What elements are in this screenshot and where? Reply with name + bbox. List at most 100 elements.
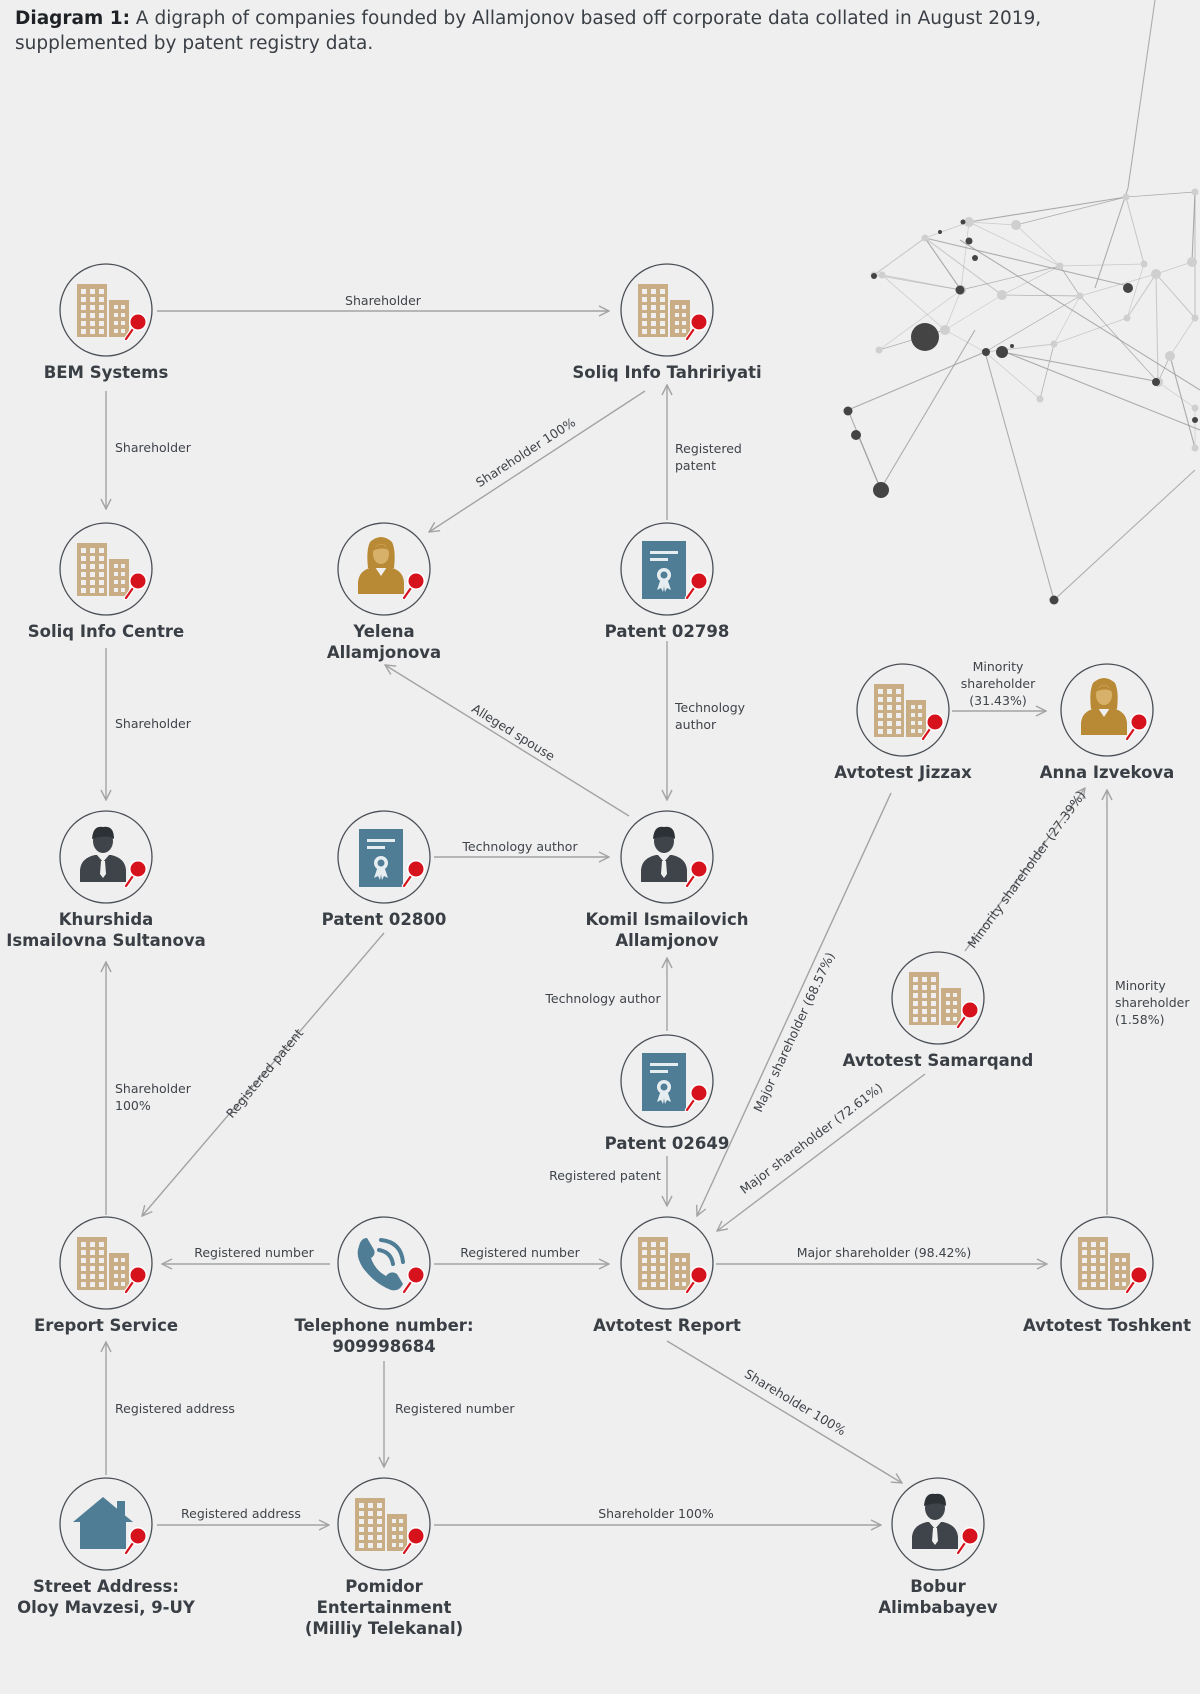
network-link [1053,317,1128,345]
edge-label: (1.58%) [1115,1012,1164,1027]
network-node [921,234,929,242]
edge-avt_report-to-avt_toshkent: Major shareholder (98.42%) [716,1245,1047,1264]
edge-street-to-ereport: Registered address [106,1342,235,1475]
node-label: (Milliy Telekanal) [305,1619,463,1638]
edge-label: Shareholder [115,1081,192,1096]
person-female-icon [1081,678,1127,735]
edge-p02649-to-avt_report: Registered patent [549,1156,667,1206]
building-icon [874,684,926,737]
location-pin-icon [684,313,708,342]
node-label: Oloy Mavzesi, 9-UY [17,1598,196,1617]
network-node [1192,417,1198,423]
network-link [968,221,1061,267]
location-pin-icon [123,1527,147,1556]
network-node [1036,395,1044,403]
node-anna: Anna Izvekova [1040,663,1174,782]
network-link [968,196,1127,223]
diagram-caption: Diagram 1: A digraph of companies founde… [15,6,1175,56]
node-label: Bobur [910,1577,966,1596]
location-pin-icon [955,1527,979,1556]
node-label: Yelena [352,622,414,641]
edge-arrow [666,1340,902,1483]
building-icon [638,284,690,337]
location-pin-icon [123,572,147,601]
edge-label: Registered patent [223,1025,306,1120]
network-node [1122,193,1130,201]
node-label: Alimbabayev [878,1598,998,1617]
network-node [996,346,1008,358]
network-link [944,289,962,331]
network-node [875,346,883,354]
building-icon [1078,1237,1130,1290]
network-node [843,406,853,416]
node-label: Patent 02800 [322,910,447,929]
node-label: Telephone number: [294,1316,473,1335]
edge-label: Technology author [461,839,578,854]
network-link [924,237,1003,296]
node-phone: Telephone number:909998684 [294,1216,474,1356]
network-node [960,219,966,225]
network-link [1125,196,1145,265]
node-ereport: Ereport Service [34,1216,178,1335]
edge-phone-to-avt_report: Registered number [434,1245,609,1264]
network-link [960,221,970,291]
network-link [984,351,1041,400]
network-link [881,274,962,291]
edge-label: Registered patent [549,1168,661,1183]
network-link [1079,273,1157,297]
edge-label: Shareholder [115,440,192,455]
edge-arrow [964,788,1085,952]
network-link [1155,273,1159,383]
building-icon [77,1237,129,1290]
edge-label: Registered address [115,1401,235,1416]
network-graphic-decoration [843,0,1200,605]
location-pin-icon [401,572,425,601]
edge-label: Shareholder [345,293,422,308]
location-pin-icon [123,860,147,889]
node-label: Soliq Info Tahririyati [572,363,761,382]
edge-label: Major shareholder (98.42%) [797,1245,972,1260]
location-pin-icon [684,1266,708,1295]
network-link [1157,381,1196,409]
network-link [1169,355,1196,449]
edge-label: Registered address [181,1506,301,1521]
network-node [1123,314,1131,322]
caption-text: A digraph of companies founded by Allamj… [15,8,1042,54]
edge-label: shareholder [1115,995,1190,1010]
edge-bem-to-soliq_centre: Shareholder [106,391,192,509]
network-node [878,271,886,279]
node-soliq-centre: Soliq Info Centre [28,522,184,641]
edge-soliq_centre-to-khurshida: Shareholder [106,648,192,800]
patent-certificate-icon [359,829,403,887]
network-node [873,482,889,498]
edge-soliq_tah-to-yelena: Shareholder 100% [429,390,646,532]
network-link [959,239,1200,391]
edge-p02800-to-ereport: Registered patent [142,932,385,1216]
node-p02800: Patent 02800 [322,810,447,929]
edge-arrow [697,792,892,1216]
edge-label: Registered number [460,1245,580,1260]
person-female-icon [358,537,404,594]
edge-label: (31.43%) [969,693,1026,708]
node-p02798: Patent 02798 [605,522,729,641]
edge-label: Registered [675,441,742,456]
node-avt-samarqand: Avtotest Samarqand [843,951,1033,1070]
house-icon [73,1497,133,1549]
network-link [984,351,1055,601]
node-label: Ereport Service [34,1316,178,1335]
edge-label: Shareholder [115,716,192,731]
network-node [964,217,974,227]
node-street: Street Address:Oloy Mavzesi, 9-UY [17,1477,196,1617]
edge-label: Registered number [395,1401,515,1416]
node-label: Avtotest Jizzax [834,763,972,782]
location-pin-icon [123,1266,147,1295]
node-label: Entertainment [317,1598,452,1617]
network-link [1001,294,1081,297]
network-node [982,348,990,356]
network-node [1011,220,1021,230]
network-link [960,265,1061,291]
network-link [1015,196,1127,226]
